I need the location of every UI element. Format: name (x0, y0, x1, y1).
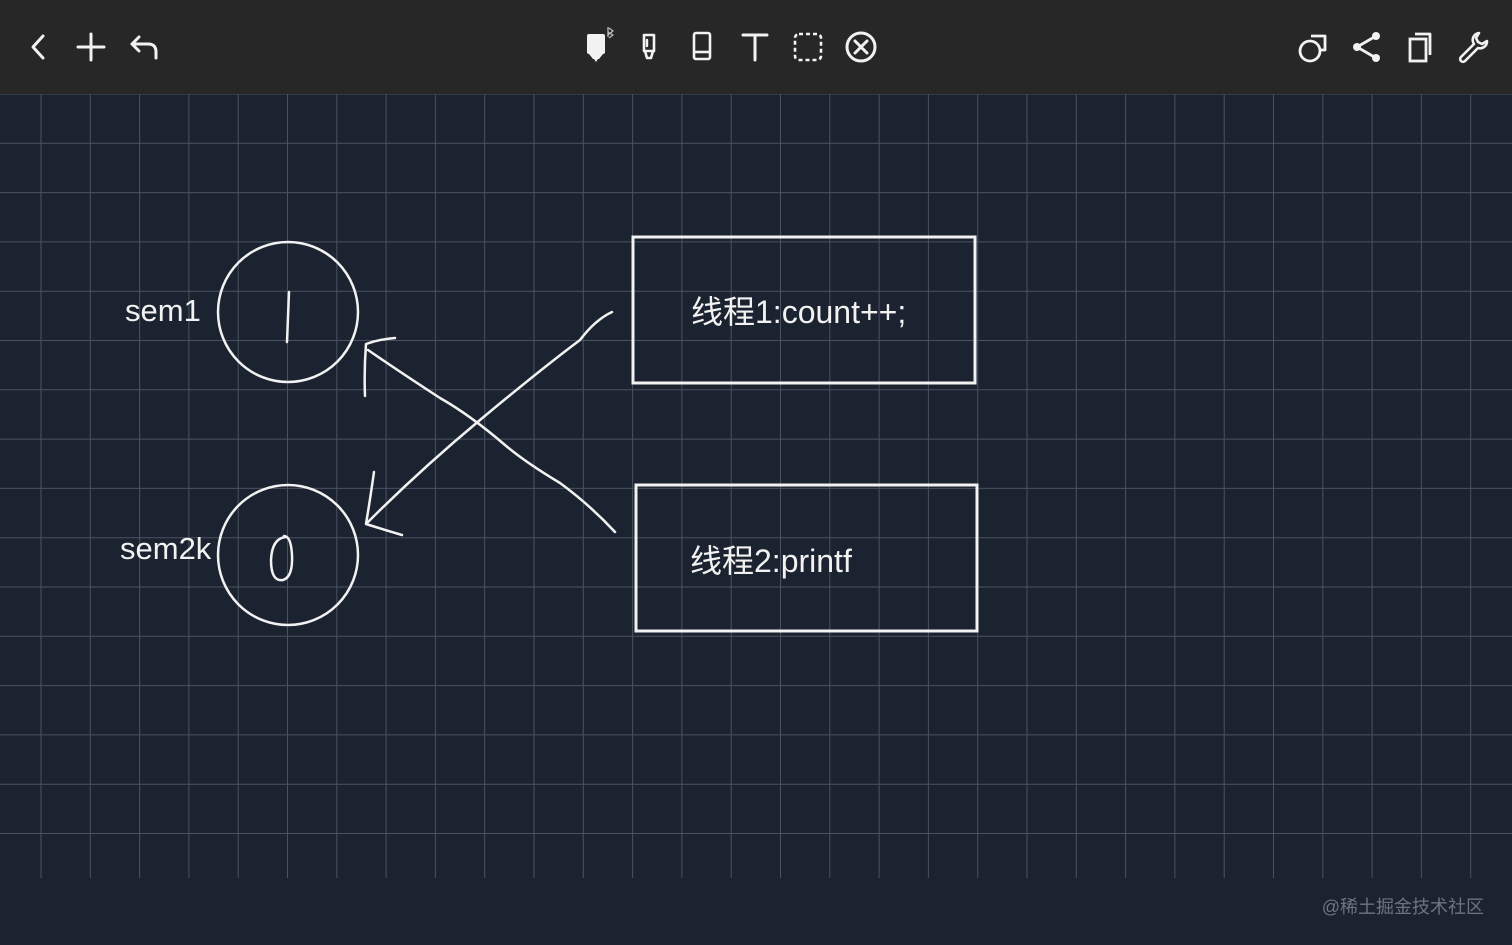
plus-icon[interactable] (67, 23, 115, 71)
arrow-thread2-to-sem1 (366, 348, 617, 534)
undo-icon[interactable] (120, 23, 168, 71)
sem2-circle (216, 483, 360, 627)
arrowhead-sem2 (364, 470, 404, 537)
sem2-label: sem2k (120, 531, 212, 566)
clear-icon[interactable] (837, 23, 885, 71)
settings-wrench-icon[interactable] (1449, 23, 1497, 71)
sem1-circle (216, 240, 360, 384)
thread1-label: 线程1:count++; (691, 294, 907, 330)
text-tool-icon[interactable] (731, 23, 779, 71)
arrow-thread1-to-sem2 (366, 310, 614, 524)
shapes-icon[interactable] (1290, 23, 1338, 71)
sem1-label: sem1 (125, 293, 201, 328)
thread2-box (634, 483, 979, 633)
highlighter-icon[interactable] (625, 23, 673, 71)
drawing-canvas[interactable]: sem1 sem2k 线程1:count++; 线程2:printf @稀土掘金… (0, 94, 1512, 945)
share-icon[interactable] (1343, 23, 1391, 71)
bluetooth-icon (607, 27, 614, 39)
thread1-box (631, 235, 977, 385)
lasso-select-icon[interactable] (784, 23, 832, 71)
watermark: @稀土掘金技术社区 (1321, 897, 1484, 917)
top-toolbar (0, 0, 1512, 94)
eraser-icon[interactable] (678, 23, 726, 71)
back-icon[interactable] (14, 23, 62, 71)
sem1-value-handwritten (285, 290, 291, 344)
thread2-label: 线程2:printf (690, 543, 852, 579)
arrowhead-sem1 (363, 336, 397, 398)
ink-layer (216, 235, 979, 633)
pen-icon[interactable] (572, 23, 620, 71)
sem2-value-handwritten (269, 534, 294, 582)
copy-page-icon[interactable] (1396, 23, 1444, 71)
